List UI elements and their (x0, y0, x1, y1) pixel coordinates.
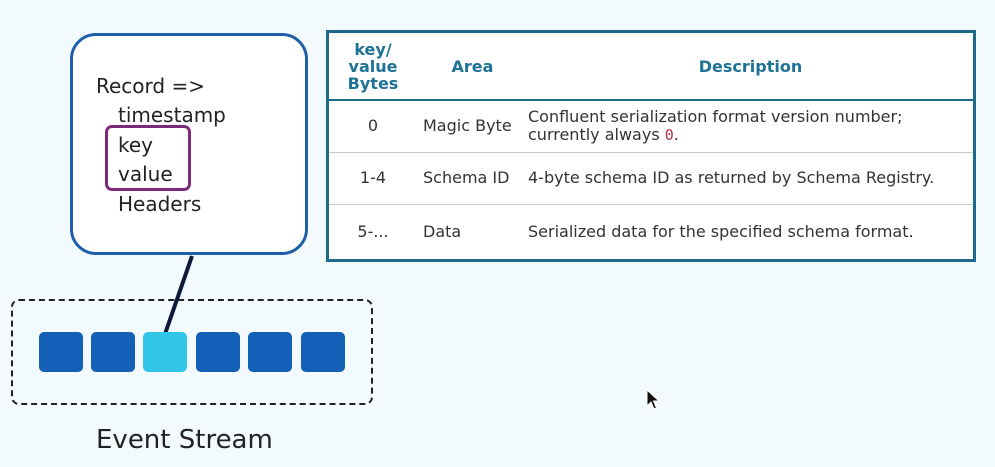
description-text: 4-byte schema ID as returned by Schema R… (528, 168, 935, 187)
wire-format-table: key/ value Bytes Area Description 0 Magi… (326, 30, 976, 262)
header-description: Description (528, 33, 973, 101)
table-header-row: key/ value Bytes Area Description (329, 33, 973, 101)
format-table: key/ value Bytes Area Description 0 Magi… (329, 33, 973, 259)
cell-area: Data (423, 221, 462, 241)
record-field-value: value (118, 162, 173, 186)
event-block (301, 332, 345, 372)
event-block (39, 332, 83, 372)
header-bytes-label: key/ value Bytes (347, 39, 399, 93)
record-to-event-connector (163, 255, 194, 335)
key-value-highlight (105, 125, 191, 191)
cell-description: Serialized data for the specified schema… (528, 204, 973, 259)
record-heading: Record => (96, 74, 205, 98)
record-field-timestamp: timestamp (118, 103, 226, 127)
description-text: Serialized data for the specified schema… (528, 221, 914, 241)
header-area: Area (417, 33, 528, 101)
table-row: 5-... Data Serialized data for the speci… (329, 204, 973, 259)
event-block (91, 332, 135, 372)
version-code: 0 (664, 126, 674, 145)
event-block-selected (143, 332, 187, 372)
event-stream-frame (11, 299, 373, 405)
header-bytes: key/ value Bytes (329, 33, 417, 101)
cell-area: Magic Byte (417, 100, 528, 153)
table-row: 0 Magic Byte Confluent serialization for… (329, 100, 973, 153)
cell-bytes: 0 (329, 100, 417, 153)
record-field-key: key (118, 133, 154, 157)
cell-bytes: 5-... (357, 221, 389, 241)
description-text: Confluent serialization format version n… (528, 107, 903, 145)
event-block (196, 332, 240, 372)
description-suffix: . (673, 125, 679, 145)
event-block (248, 332, 292, 372)
record-field-headers: Headers (118, 192, 202, 216)
cell-area: Schema ID (417, 152, 528, 205)
cell-bytes: 1-4 (329, 152, 417, 205)
cell-description: 4-byte schema ID as returned by Schema R… (528, 152, 973, 205)
table-row: 1-4 Schema ID 4-byte schema ID as return… (329, 152, 973, 205)
cell-description: Confluent serialization format version n… (528, 100, 973, 153)
event-stream-caption: Event Stream (96, 425, 273, 455)
mouse-cursor-icon (646, 389, 660, 410)
